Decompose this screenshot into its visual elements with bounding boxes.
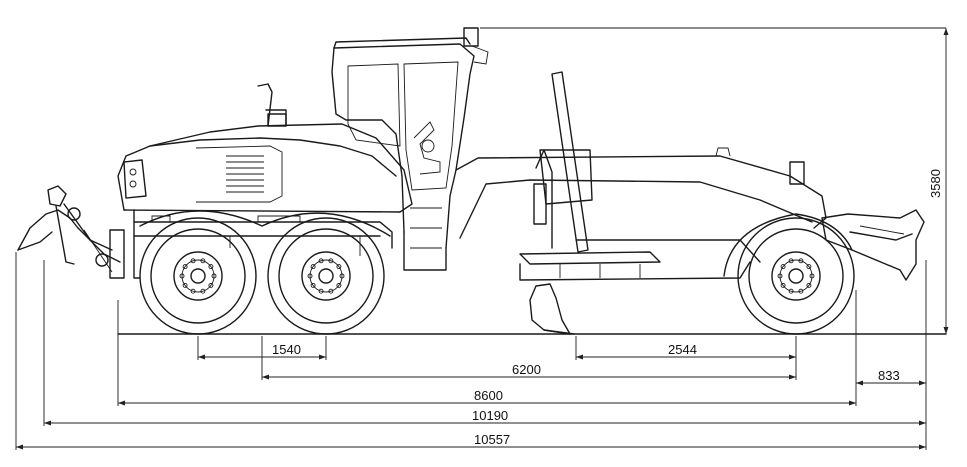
wheel-nut bbox=[310, 282, 316, 288]
wheel-nut bbox=[798, 288, 804, 294]
engine-hood bbox=[117, 83, 413, 213]
wheel-nut bbox=[339, 273, 345, 279]
wheel-nut bbox=[336, 264, 342, 270]
rear-frame bbox=[133, 209, 393, 279]
wheel-nut bbox=[328, 288, 334, 294]
wheel-nut bbox=[307, 273, 313, 279]
front-wheel bbox=[737, 217, 855, 335]
dim-10190: 10190 bbox=[472, 408, 508, 423]
dim-833: 833 bbox=[878, 368, 900, 383]
wheel-nut bbox=[200, 258, 206, 264]
wheel-nut bbox=[780, 282, 786, 288]
rear-fender bbox=[139, 210, 391, 237]
dim-1540: 1540 bbox=[272, 342, 301, 357]
wheel-nut bbox=[328, 258, 334, 264]
dim-2544: 2544 bbox=[668, 342, 697, 357]
moldboard-assembly bbox=[519, 71, 761, 335]
wheel-nut bbox=[200, 288, 206, 294]
wheel-nut bbox=[190, 288, 196, 294]
wheel-nut bbox=[208, 282, 214, 288]
rear-wheel-2 bbox=[267, 217, 385, 335]
front-fender bbox=[723, 213, 853, 277]
wheel-nut bbox=[806, 282, 812, 288]
wheel-nut bbox=[211, 273, 217, 279]
wheel-nut bbox=[179, 273, 185, 279]
wheel-nut bbox=[190, 258, 196, 264]
wheel-nut bbox=[318, 288, 324, 294]
wheel-nut bbox=[788, 258, 794, 264]
wheel-nut bbox=[780, 264, 786, 270]
cab bbox=[331, 27, 489, 271]
wheel-bolts bbox=[179, 258, 815, 294]
rear-wheel-1 bbox=[139, 217, 257, 335]
wheel-nut bbox=[788, 288, 794, 294]
wheel-nut bbox=[336, 282, 342, 288]
wheel-nut bbox=[798, 258, 804, 264]
wheel-nut bbox=[182, 282, 188, 288]
dim-8600: 8600 bbox=[474, 388, 503, 403]
wheel-nut bbox=[809, 273, 815, 279]
wheel-nut bbox=[318, 258, 324, 264]
wheel-nut bbox=[777, 273, 783, 279]
front-blade bbox=[821, 209, 925, 281]
dimension-lines bbox=[15, 27, 949, 450]
wheel-nut bbox=[310, 264, 316, 270]
wheel-nut bbox=[182, 264, 188, 270]
dim-6200: 6200 bbox=[512, 362, 541, 377]
rear-ripper bbox=[17, 185, 125, 279]
dim-10557: 10557 bbox=[474, 432, 510, 447]
wheel-nut bbox=[806, 264, 812, 270]
wheel-nut bbox=[208, 264, 214, 270]
dim-3580: 3580 bbox=[928, 169, 943, 198]
